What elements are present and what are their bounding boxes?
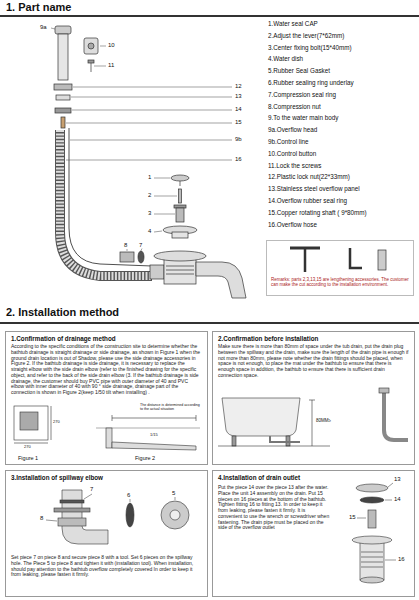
step-panel: 1.Confirmation of drainage methodAccordi… xyxy=(5,331,208,465)
step-heading: 2.Confirmation before installation xyxy=(218,335,409,342)
part-name: 2.Adjust the lever(7*62mm) xyxy=(268,32,344,39)
callout-number: 11 xyxy=(108,62,114,69)
part-name: 14.Overflow rubber seal ring xyxy=(268,197,347,204)
slope-label: 1/15 xyxy=(150,433,158,438)
callout-number: 10 xyxy=(108,42,115,49)
step-text: Set piece 7 on piece 8 and secure piece … xyxy=(11,555,202,578)
step-text: Put the piece 14 over the piece 13 after… xyxy=(218,485,330,531)
part-name: 4.Water dish xyxy=(268,55,303,62)
callout-number: 9a xyxy=(40,24,47,31)
drain-outlet-figure xyxy=(352,483,396,583)
dimension-label: 270 xyxy=(53,420,60,425)
elbow-figure xyxy=(46,490,189,544)
part-name: 12.Plastic lock nut(22*33mm) xyxy=(268,173,350,180)
callout-number: 16 xyxy=(235,156,242,163)
part-name: 3.Center fixing bolt(15*40mm) xyxy=(268,44,352,51)
part-name: 6.Rubber sealing ring underlay xyxy=(268,79,354,86)
section-rule xyxy=(0,15,419,17)
callout-number: 15 xyxy=(235,119,242,126)
step-panel: 3.Installation of spillway elbowSet piec… xyxy=(5,470,208,597)
callout-number: 14 xyxy=(394,496,401,503)
drainage-figure xyxy=(14,406,200,450)
callout-number: 13 xyxy=(235,93,242,100)
bathtub-figure xyxy=(218,388,408,446)
tool-sketch xyxy=(290,248,386,272)
part-name: 10.Control button xyxy=(268,150,316,157)
part-name: 9b.Control line xyxy=(268,138,309,145)
part-name: 9a.Overflow head xyxy=(268,126,317,133)
part-name: 7.Compression seal ring xyxy=(268,91,336,98)
dimension-label: 270 xyxy=(24,445,31,450)
part-name: 13.Stainless steel overflow panel xyxy=(268,185,360,192)
callout-number: 9b xyxy=(235,136,242,143)
step-text: Make sure there is more than 80mm of spa… xyxy=(218,344,409,379)
callout-number: 1 xyxy=(148,174,151,181)
callout-number: 8 xyxy=(40,515,43,522)
callout-number: 2 xyxy=(148,192,151,199)
figure-note: The distance is determined according to … xyxy=(140,403,200,411)
callout-number: 3 xyxy=(148,210,151,217)
leader-line xyxy=(51,28,232,251)
step-panel: 2.Confirmation before installationMake s… xyxy=(212,331,415,465)
part-name: 16.Overflow hose xyxy=(268,221,317,228)
figure-caption: Figure 1 xyxy=(18,455,38,461)
part-name: 15.Copper rotating shaft ( 9*80mm) xyxy=(268,209,367,216)
part-name: 5.Rubber Seal Gasket xyxy=(268,67,330,74)
dimension-label: 80MM≥ xyxy=(316,418,331,423)
callout-number: 12 xyxy=(235,83,242,90)
step-text: According to the specific conditions of … xyxy=(11,344,202,396)
callout-number: 13 xyxy=(394,476,401,483)
callout-number: 6 xyxy=(127,492,130,499)
callout-number: 14 xyxy=(235,106,242,113)
part-name: 8.Compression nut xyxy=(268,103,321,110)
callout-number: 7 xyxy=(90,486,93,493)
drain-assembly xyxy=(54,26,246,298)
section-heading: 2. Installation method xyxy=(6,306,119,319)
remark-box: Remarks: parts 2,3,13,15 are lengthening… xyxy=(266,240,414,296)
callout-number: 16 xyxy=(398,556,405,563)
part-name: 9.To the water main body xyxy=(268,114,338,121)
figure-caption: Figure 2 xyxy=(135,455,155,461)
callout-number: 4 xyxy=(148,228,151,235)
step-heading: 4.Installation of drain outlet xyxy=(218,474,409,481)
callout-number: 7 xyxy=(139,242,142,249)
step-heading: 1.Confirmation of drainage method xyxy=(11,335,202,342)
callout-number: 5 xyxy=(172,490,175,497)
remark-note: Remarks: parts 2,3,13,15 are lengthening… xyxy=(271,277,409,287)
callout-number: 15 xyxy=(349,514,356,521)
callout-number: 8 xyxy=(124,242,127,249)
step-heading: 3.Installation of spillway elbow xyxy=(11,474,202,481)
section-rule xyxy=(0,322,419,324)
section-heading: 1. Part name xyxy=(6,1,71,14)
part-name: 11.Lock the screws xyxy=(268,162,321,169)
step-panel: 4.Installation of drain outletPut the pi… xyxy=(212,470,415,597)
part-name: 1.Water seal CAP xyxy=(268,20,318,27)
